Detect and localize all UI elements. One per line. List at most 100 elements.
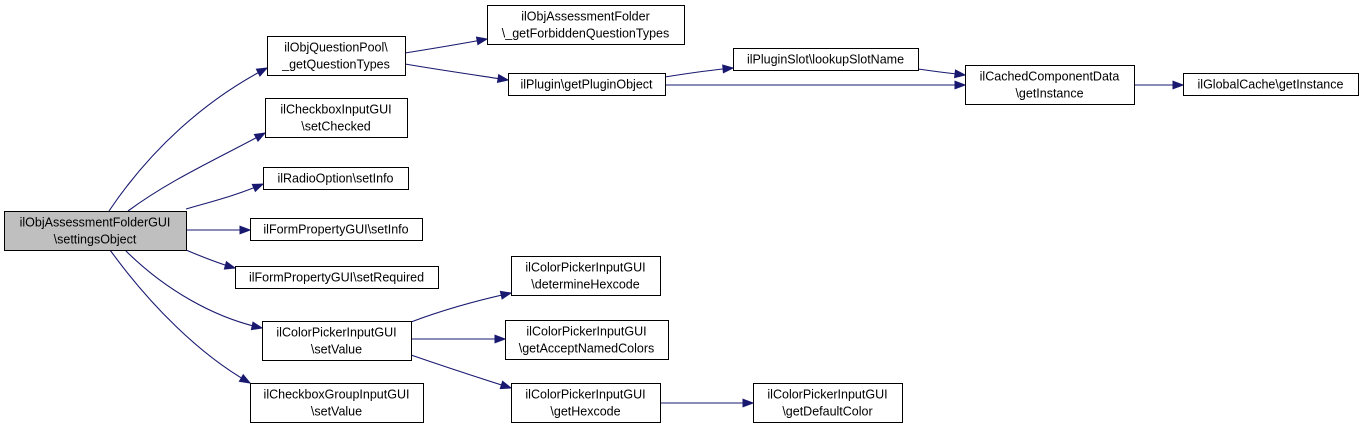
edge-line <box>124 249 263 329</box>
arrowhead-icon <box>954 80 967 90</box>
node-label-line: ilColorPickerInputGUI <box>525 388 645 402</box>
node-box <box>733 48 919 71</box>
edge-line <box>108 67 268 212</box>
edge-colorset-to-hexcode <box>410 290 513 323</box>
edge-colorset-to-named <box>411 334 507 344</box>
node-plugin[interactable]: ilPlugin\getPluginObject <box>508 73 666 96</box>
edge-root-to-colorset <box>124 249 264 331</box>
node-label-line: \getDefaultColor <box>782 405 872 419</box>
node-box <box>753 383 903 423</box>
node-box <box>511 256 661 296</box>
node-slot[interactable]: ilPluginSlot\lookupSlotName <box>733 48 919 71</box>
edge-cached-to-globalcache <box>1134 80 1185 90</box>
node-defcolor[interactable]: ilColorPickerInputGUI \getDefaultColor <box>753 383 903 423</box>
node-gethex[interactable]: ilColorPickerInputGUI \getHexcode <box>511 383 661 423</box>
node-label-line: \_getForbiddenQuestionTypes <box>502 27 669 41</box>
edge-root-to-formsetreq <box>185 249 237 270</box>
node-named[interactable]: ilColorPickerInputGUI \getAcceptNamedColo… <box>505 320 669 360</box>
arrowhead-icon <box>722 64 735 74</box>
node-label-line: ilCheckboxGroupInputGUI <box>264 388 410 402</box>
node-box <box>487 5 685 45</box>
node-box <box>4 211 187 251</box>
node-label-line: \settingsObject <box>54 233 137 247</box>
node-box <box>262 321 412 361</box>
node-label-line: ilRadioOption\setInfo <box>277 172 393 186</box>
node-label-line: ilColorPickerInputGUI <box>525 261 645 275</box>
node-qpool[interactable]: ilObjQuestionPool\ _getQuestionTypes <box>267 36 406 76</box>
node-label-line: ilColorPickerInputGUI <box>767 388 887 402</box>
arrowhead-icon <box>499 290 513 300</box>
edge-line <box>404 63 509 81</box>
arrowhead-icon <box>251 183 265 193</box>
edge-plugin-to-cached <box>665 80 967 90</box>
node-label-line: \setValue <box>311 343 362 357</box>
arrowhead-icon <box>499 380 513 390</box>
node-label-line: ilFormPropertyGUI\setInfo <box>263 223 408 237</box>
edge-line <box>109 249 251 384</box>
node-radio[interactable]: ilRadioOption\setInfo <box>263 167 409 190</box>
arrowhead-icon <box>238 373 252 384</box>
edge-plugin-to-slot <box>664 64 735 78</box>
edge-line <box>127 132 266 212</box>
node-label-line: ilColorPickerInputGUI <box>276 326 396 340</box>
node-box <box>265 98 408 138</box>
edge-root-to-formsetinfo <box>186 225 252 235</box>
node-label-line: _getQuestionTypes <box>281 58 390 72</box>
arrowhead-icon <box>1172 80 1185 90</box>
arrowhead-icon <box>253 132 267 142</box>
node-globalcache[interactable]: ilGlobalCache\getInstance <box>1183 73 1359 96</box>
arrowhead-icon <box>250 321 264 331</box>
node-forbidden[interactable]: ilObjAssessmentFolder\_getForbiddenQuest… <box>487 5 685 45</box>
node-label-line: \determineHexcode <box>531 278 639 292</box>
node-label-line: \getInstance <box>1015 87 1083 101</box>
node-label-line: ilPluginSlot\lookupSlotName <box>747 53 904 67</box>
node-root[interactable]: ilObjAssessmentFolderGUI \settingsObject <box>4 211 187 251</box>
node-label-line: ilColorPickerInputGUI <box>526 325 646 339</box>
arrowhead-icon <box>496 73 510 83</box>
node-label-line: ilCheckboxInputGUI <box>280 103 391 117</box>
node-label-line: ilObjAssessmentFolderGUI <box>20 216 171 230</box>
edge-root-to-qpool <box>108 67 269 212</box>
node-box <box>505 320 669 360</box>
edge-line <box>404 38 488 54</box>
node-box <box>235 266 439 289</box>
node-label-line: ilFormPropertyGUI\setRequired <box>249 271 424 285</box>
edge-root-to-checkbox <box>127 132 267 212</box>
edge-qpool-to-forbidden <box>404 36 489 54</box>
node-box <box>250 383 424 423</box>
edge-root-to-radio <box>185 183 265 210</box>
node-label-line: \setValue <box>311 405 362 419</box>
node-colorset[interactable]: ilColorPickerInputGUI \setValue <box>262 321 412 361</box>
node-label-line: ilObjQuestionPool\ <box>284 41 388 55</box>
node-label-line: ilCachedComponentData <box>980 70 1120 84</box>
arrowhead-icon <box>954 69 967 79</box>
node-formsetreq[interactable]: ilFormPropertyGUI\setRequired <box>235 266 439 289</box>
node-cached[interactable]: ilCachedComponentData \getInstance <box>965 65 1135 105</box>
edge-root-to-checkgroup <box>109 249 252 384</box>
edge-qpool-to-plugin <box>404 63 510 83</box>
node-checkbox[interactable]: ilCheckboxInputGUI\setChecked <box>265 98 408 138</box>
node-label-line: ilPlugin\getPluginObject <box>520 78 653 92</box>
node-box <box>263 167 409 190</box>
node-hexcode[interactable]: ilColorPickerInputGUI \determineHexcode <box>511 256 661 296</box>
edge-colorset-to-gethex <box>410 354 513 390</box>
node-box <box>508 73 666 96</box>
arrowhead-icon <box>742 398 755 408</box>
edge-line <box>410 292 512 323</box>
node-label-line: \getAcceptNamedColors <box>519 342 654 356</box>
node-box <box>511 383 661 423</box>
edge-gethex-to-defcolor <box>660 398 755 408</box>
node-box <box>965 65 1135 105</box>
edge-line <box>410 354 512 389</box>
edge-slot-to-cached <box>917 68 967 79</box>
arrowhead-icon <box>239 225 252 235</box>
edge-line <box>185 183 264 210</box>
node-checkgroup[interactable]: ilCheckboxGroupInputGUI \setValue <box>250 383 424 423</box>
node-formsetinfo[interactable]: ilFormPropertyGUI\setInfo <box>250 218 423 241</box>
node-label-line: ilGlobalCache\getInstance <box>1198 78 1344 92</box>
node-label-line: \getHexcode <box>550 405 620 419</box>
arrowhead-icon <box>475 36 489 46</box>
arrowhead-icon <box>223 260 237 270</box>
node-box <box>250 218 423 241</box>
